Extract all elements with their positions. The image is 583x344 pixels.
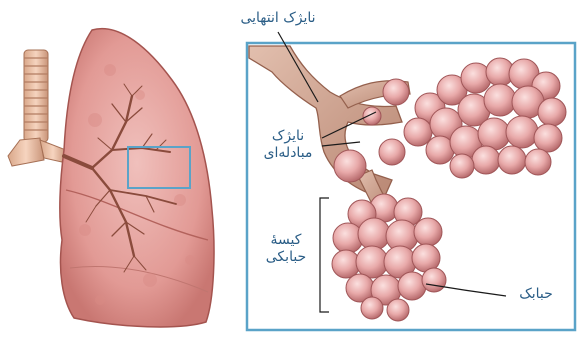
label-alveolar-sac: کیسهٔ حبابکی xyxy=(258,232,314,266)
label-respiratory-bronchiole-line1: نایژک xyxy=(256,128,320,145)
label-alveolar-sac-line2: حبابکی xyxy=(258,249,314,266)
label-alveolus: حبابک xyxy=(508,286,564,303)
lung-illustration xyxy=(8,29,214,327)
trachea xyxy=(8,50,66,166)
label-terminal-bronchiole: نایژک انتهایی xyxy=(232,10,324,27)
label-respiratory-bronchiole-line2: مبادله‌ای xyxy=(256,145,320,162)
label-alveolar-sac-line1: کیسهٔ xyxy=(258,232,314,249)
label-respiratory-bronchiole: نایژک مبادله‌ای xyxy=(256,128,320,162)
